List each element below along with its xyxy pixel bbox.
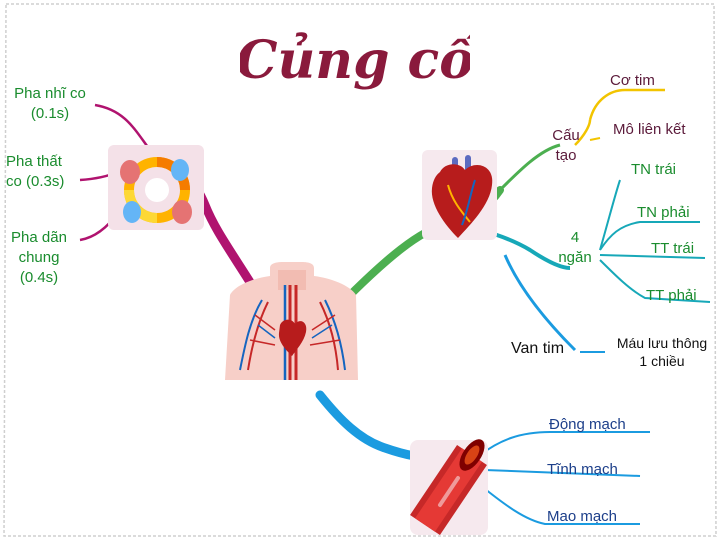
heart-icon [422,150,497,240]
branch-cau-tao-split [574,119,592,146]
label-van-tim: Van tim [511,340,565,357]
branch-cau-tao [498,143,561,192]
label-pha-dan-chung-line2: chung [18,249,60,266]
label-co-tim: Cơ tim [610,72,655,89]
cardiac-cycle-diagram-icon [108,145,204,230]
label-mau-luu-thong-line1: Máu lưu thông [616,335,708,351]
label-pha-that-co: Pha thất co (0.3s) [6,152,86,192]
label-cau-tao: Cấu tạo [546,126,586,166]
label-dong-mach: Động mạch [549,416,626,433]
label-pha-dan-chung-line3: (0.4s) [19,269,59,286]
label-4-ngan: 4 ngăn [550,228,600,268]
human-circulatory-system-icon [225,262,358,380]
label-mau-luu-thong-line2: 1 chiều [639,353,685,369]
branch-tn-trai [599,179,621,251]
label-pha-that-co-line1: Pha thất [6,153,62,170]
label-mao-mach: Mao mạch [547,508,618,525]
label-4-ngan-line1: 4 [570,229,580,246]
blood-vessel-icon [410,439,488,536]
label-tt-phai: TT phải [646,287,697,304]
label-pha-nhi-co-line1: Pha nhĩ co [14,85,86,102]
label-mau-luu-thong: Máu lưu thông 1 chiều [606,334,718,370]
branch-pha-nhi-co [94,103,152,151]
branch-tinh-mach [484,469,641,477]
page-title: Củng cố [240,30,470,91]
label-cau-tao-line1: Cấu [552,127,580,144]
label-tn-phai: TN phải [637,204,690,221]
label-pha-that-co-line2: co (0.3s) [6,173,65,190]
branch-van-tim [503,254,577,352]
branch-tn-phai [599,221,700,251]
branch-tt-trai [599,254,706,259]
label-tn-trai: TN trái [631,161,676,178]
branch-mao-mach [479,484,640,525]
label-tinh-mach: Tĩnh mạch [547,461,618,478]
branch-mo-lien-ket [589,137,601,141]
label-pha-dan-chung: Pha dãn chung (0.4s) [2,228,76,288]
label-4-ngan-line2: ngăn [558,249,592,266]
label-cau-tao-line2: tạo [555,147,577,164]
branch-tt-phai [599,259,711,303]
label-mo-lien-ket: Mô liên kết [613,121,686,138]
label-pha-nhi-co-line2: (0.1s) [30,105,70,122]
label-pha-nhi-co: Pha nhĩ co (0.1s) [4,84,96,124]
title-graphic: Củng cố [240,30,470,91]
label-tt-trai: TT trái [651,240,695,257]
label-pha-dan-chung-line1: Pha dãn [11,229,67,246]
branch-co-tim [588,88,665,121]
